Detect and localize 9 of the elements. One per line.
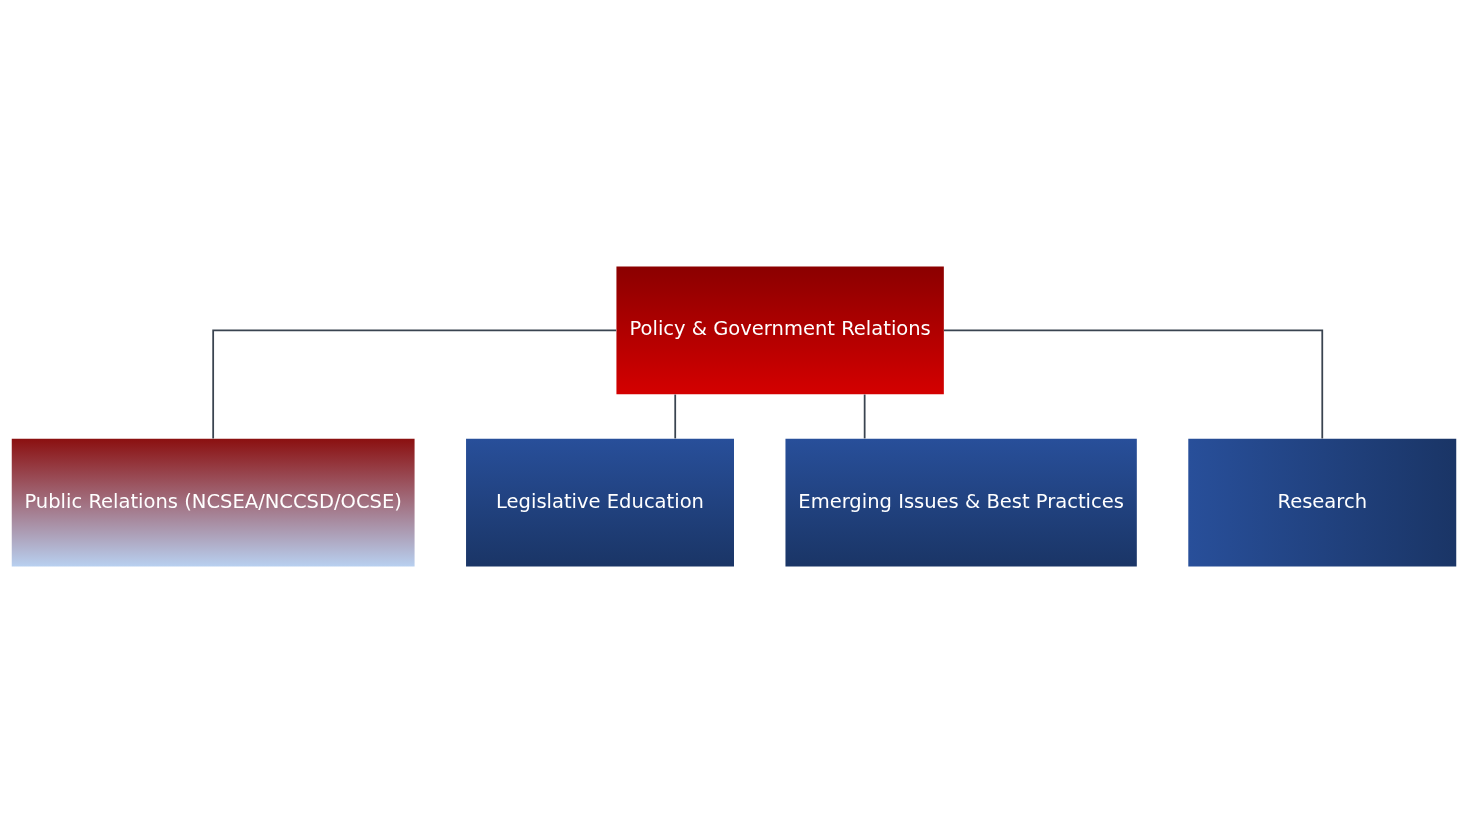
connector [863,393,866,439]
connector [212,329,618,439]
node-box: Policy & Government Relations [616,266,944,394]
node-box: Legislative Education [466,438,734,566]
node-box: Public Relations (NCSEA/NCCSD/OCSE) [11,438,415,566]
connector [943,329,1324,439]
node-box: Emerging Issues & Best Practices [785,438,1137,566]
node-box: Research [1188,438,1457,566]
connector [674,393,677,439]
